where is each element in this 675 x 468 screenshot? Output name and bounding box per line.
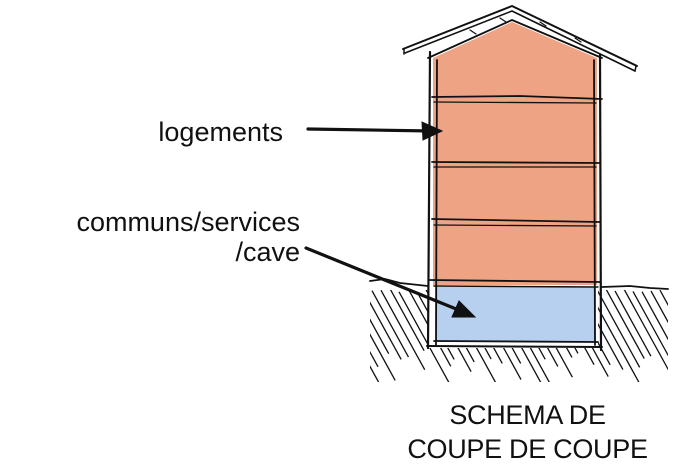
hatch-stroke bbox=[669, 289, 675, 363]
label-lower-zone-line1: communs/services bbox=[76, 207, 300, 237]
hatch-stroke bbox=[370, 290, 402, 360]
label-lower-zone: communs/services /cave bbox=[76, 207, 300, 267]
upper-zone-fill bbox=[433, 22, 597, 285]
arrow-upper-zone bbox=[306, 121, 444, 141]
arrow-lower-zone bbox=[304, 246, 477, 318]
caption-line2: COUPE DE COUPE bbox=[407, 434, 648, 464]
hatch-stroke bbox=[659, 290, 668, 352]
label-lower-zone-line2: /cave bbox=[235, 237, 300, 267]
roof bbox=[402, 5, 638, 72]
ground-line bbox=[369, 278, 669, 290]
hatch-stroke bbox=[371, 290, 410, 358]
hatch-stroke bbox=[380, 290, 426, 371]
hatch-stroke bbox=[641, 291, 668, 382]
hatch-stroke bbox=[632, 291, 668, 382]
hatch-stroke bbox=[370, 290, 380, 382]
hatch-stroke bbox=[605, 290, 645, 359]
diagram-caption: SCHEMA DE COUPE DE COUPE bbox=[360, 398, 675, 466]
caption-line1: SCHEMA DE bbox=[449, 400, 606, 430]
lower-zone-fill bbox=[435, 287, 596, 342]
hatch-stroke bbox=[398, 291, 454, 382]
hatch-stroke bbox=[650, 290, 668, 377]
hatch-stroke bbox=[309, 288, 347, 358]
hatch-stroke bbox=[614, 290, 652, 357]
hatch-stroke bbox=[596, 290, 641, 368]
label-upper-zone: logements bbox=[158, 117, 283, 147]
floor-slabs bbox=[429, 95, 603, 288]
hatch-stroke bbox=[318, 290, 362, 370]
hatch-stroke bbox=[370, 290, 390, 355]
hatch-stroke bbox=[389, 290, 425, 352]
hatch-stroke bbox=[370, 290, 379, 368]
hatch-stroke bbox=[370, 290, 396, 381]
hatch-stroke bbox=[623, 290, 668, 381]
hatch-stroke bbox=[300, 290, 345, 372]
